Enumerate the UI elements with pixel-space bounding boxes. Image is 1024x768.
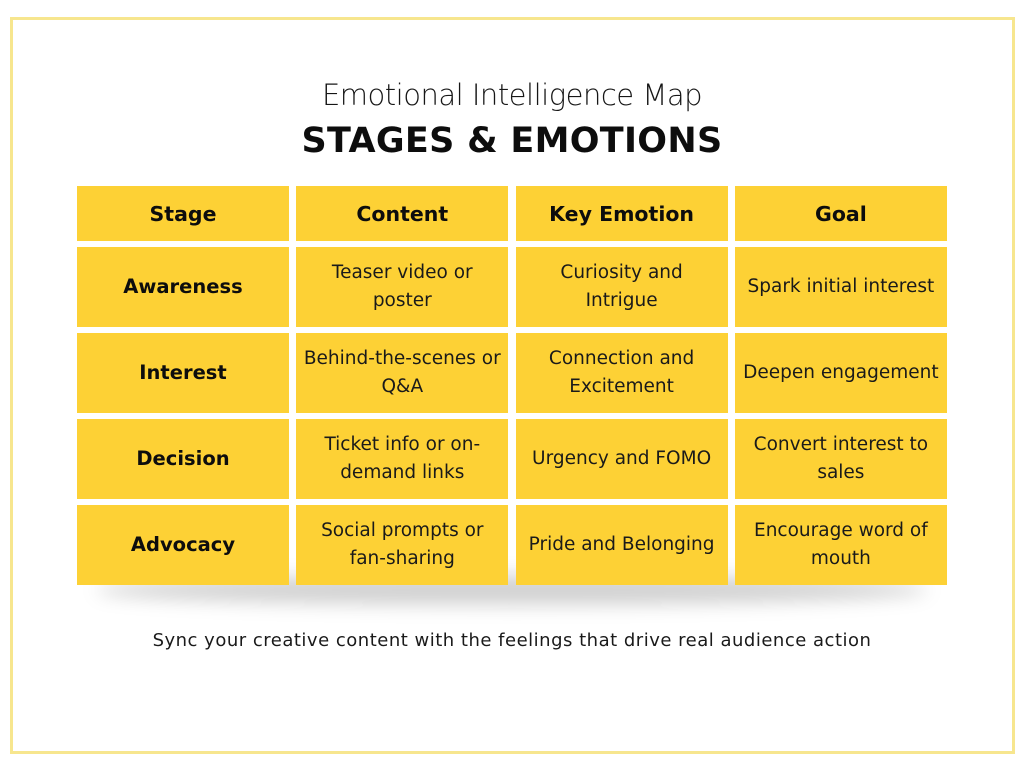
stage-cell: Decision xyxy=(77,419,289,499)
column-header-stage: Stage xyxy=(77,186,289,241)
stage-cell: Advocacy xyxy=(77,505,289,585)
content-cell: Ticket info or on-demand links xyxy=(296,419,509,499)
content-cell: Social prompts or fan-sharing xyxy=(296,505,509,585)
goal-cell: Spark initial interest xyxy=(734,247,947,327)
content-cell: Teaser video or poster xyxy=(296,247,509,327)
stage-cell: Awareness xyxy=(77,247,289,327)
stages-table: Stage Content Key Emotion Goal Awareness… xyxy=(77,186,947,585)
goal-cell: Encourage word of mouth xyxy=(734,505,947,585)
footer-caption: Sync your creative content with the feel… xyxy=(152,630,872,651)
column-header-key-emotion: Key Emotion xyxy=(515,186,728,241)
emotion-cell: Urgency and FOMO xyxy=(515,419,728,499)
emotion-cell: Curiosity and Intrigue xyxy=(515,247,728,327)
page-title: STAGES & EMOTIONS xyxy=(301,121,723,161)
emotion-cell: Pride and Belonging xyxy=(515,505,728,585)
page-subtitle: Emotional Intelligence Map xyxy=(321,78,703,112)
goal-cell: Deepen engagement xyxy=(734,333,947,413)
stage-cell: Interest xyxy=(77,333,289,413)
content-cell: Behind-the-scenes or Q&A xyxy=(296,333,509,413)
column-header-content: Content xyxy=(296,186,509,241)
emotion-cell: Connection and Excitement xyxy=(515,333,728,413)
column-header-goal: Goal xyxy=(734,186,947,241)
goal-cell: Convert interest to sales xyxy=(734,419,947,499)
